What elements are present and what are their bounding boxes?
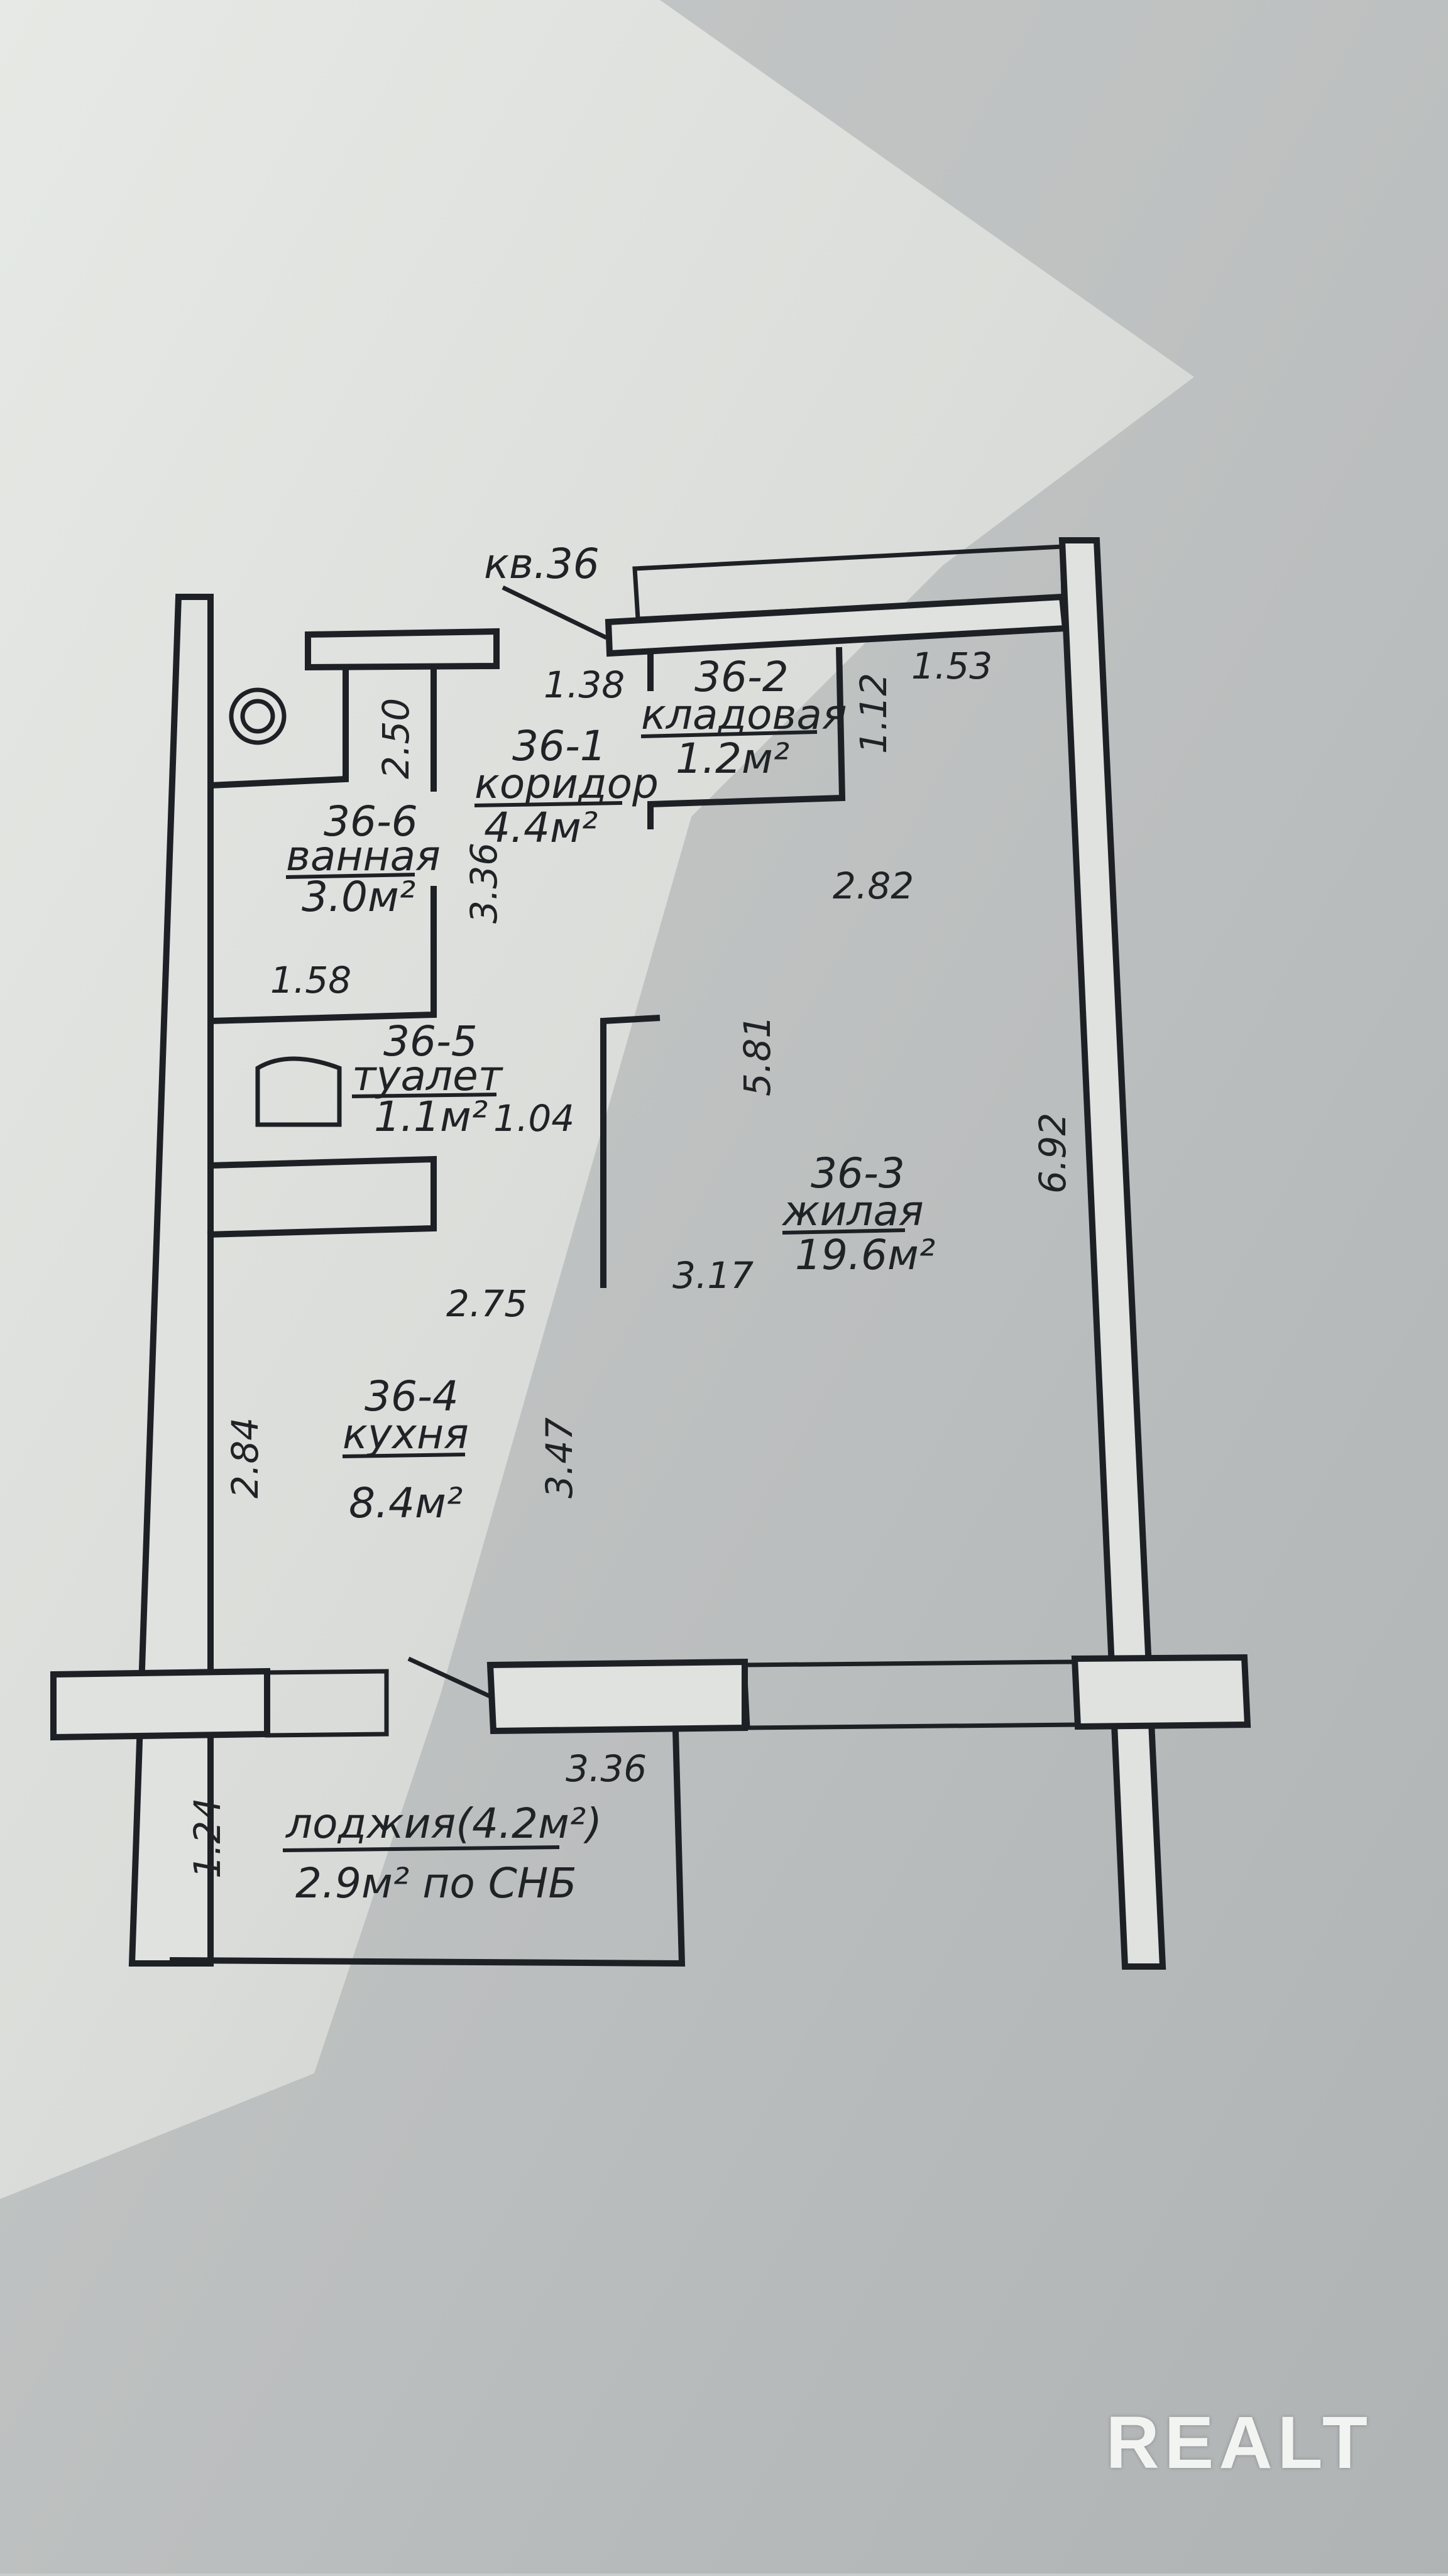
bathroom-toilet-partition [210, 886, 437, 1024]
shaft-wall [210, 666, 349, 789]
room-36-3-id: 36-3 [811, 1149, 905, 1198]
room-36-3-area: 19.6м² [795, 1231, 935, 1279]
room-36-5-area: 1.1м² [374, 1093, 488, 1141]
loggia-line2: 2.9м² по СНБ [295, 1859, 577, 1907]
balcony-door-wall [486, 1658, 748, 1735]
room-36-6-name: ванная [286, 832, 441, 880]
dim-6-92: 6.92 [1031, 1113, 1074, 1194]
dim-2-75: 2.75 [446, 1282, 527, 1325]
right-exterior-wall [1058, 537, 1166, 1970]
room-36-6-id: 36-6 [324, 797, 418, 846]
dim-2-82: 2.82 [833, 865, 914, 907]
door-swing [407, 1656, 491, 1699]
ventilation-shaft [229, 687, 287, 745]
left-window [265, 1669, 389, 1738]
loggia-outline [169, 1730, 686, 1967]
room-36-5-id: 36-5 [383, 1017, 478, 1066]
room-36-2-id: 36-2 [694, 653, 789, 701]
dim-3-47: 3.47 [538, 1417, 581, 1498]
dim-2-50: 2.50 [375, 698, 417, 779]
room-36-4-id: 36-4 [365, 1372, 459, 1421]
realt-watermark: REALT [1105, 2401, 1373, 2484]
dim-1-24: 1.24 [186, 1798, 229, 1879]
dim-5-81: 5.81 [736, 1015, 779, 1096]
right-loggia-wall [1071, 1654, 1251, 1730]
dim-1-53: 1.53 [911, 645, 992, 687]
kitchen-living-partition [600, 1015, 661, 1288]
room-36-5-name: туалет [352, 1052, 504, 1100]
room-36-3-name: жилая [781, 1187, 924, 1235]
dim-2-84: 2.84 [224, 1417, 266, 1498]
dim-3-17: 3.17 [672, 1254, 754, 1297]
room-36-1-name: коридор [474, 760, 659, 808]
room-36-1-id: 36-1 [512, 722, 606, 770]
dim-1-04: 1.04 [493, 1097, 574, 1140]
toilet-fixture [255, 1056, 342, 1127]
bathroom-wall [305, 628, 500, 671]
room-36-4-name: кухня [343, 1410, 469, 1458]
room-36-2-area: 1.2м² [676, 734, 789, 783]
room-36-4-area: 8.4м² [349, 1479, 463, 1527]
left-loggia-wall [50, 1667, 270, 1741]
top-window [632, 544, 1066, 621]
room-36-6-area: 3.0м² [302, 873, 415, 921]
dim-1-58: 1.58 [270, 959, 351, 1001]
dim-1-12: 1.12 [852, 673, 895, 754]
apartment-label: кв.36 [484, 540, 600, 588]
apartment-leader-line [502, 585, 608, 640]
storage-wall [647, 647, 846, 829]
dim-3-36-loggia: 3.36 [566, 1747, 647, 1790]
dim-3-36-corridor: 3.36 [463, 843, 505, 924]
toilet-kitchen-partition [207, 1155, 437, 1238]
dim-1-38: 1.38 [544, 663, 625, 706]
loggia-line1: лоджия(4.2м²) [285, 1799, 602, 1848]
room-36-1-area: 4.4м² [484, 804, 598, 852]
